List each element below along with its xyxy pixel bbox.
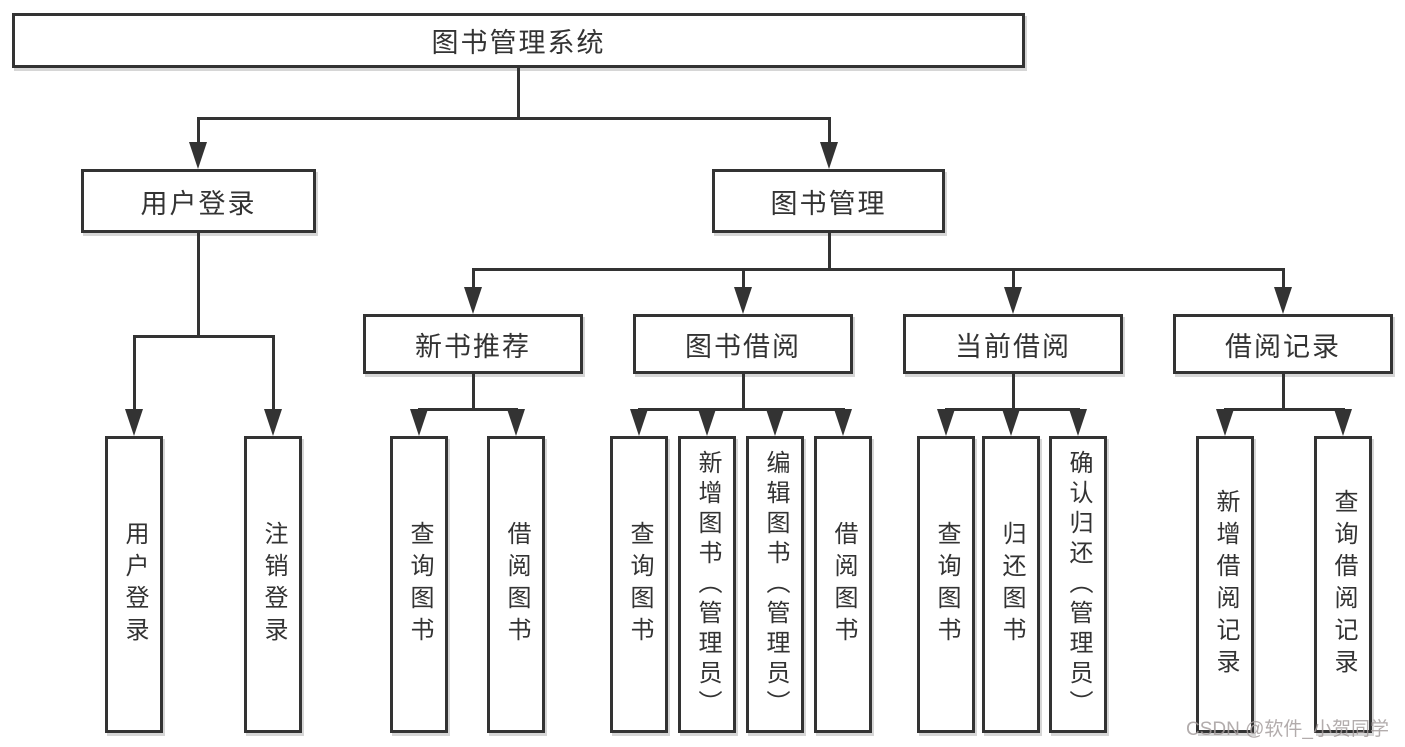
arrow-down-icon [1004,287,1022,314]
leaf-query-books-current: 查询图书 [917,436,975,733]
leaf-logout-login: 注销登录 [244,436,302,733]
node-user-login: 用户登录 [81,169,316,233]
connector-recommend-stem [471,374,475,408]
node-book-management: 图书管理 [712,169,945,233]
arrow-down-icon [820,142,838,169]
leaf-borrow-books-recommend: 借阅图书 [487,436,545,733]
leaf-add-borrow-record: 新增借阅记录 [1196,436,1254,733]
leaf-return-books: 归还图书 [982,436,1040,733]
node-library-management-system: 图书管理系统 [12,13,1025,68]
connector-root-bar [196,117,831,120]
node-current-borrowing: 当前借阅 [903,314,1123,374]
connector-root-drop-right [827,117,831,144]
connector-login-drop-1 [132,335,136,411]
connector-recommend-bar [417,408,518,411]
leaf-query-books-recommend: 查询图书 [390,436,448,733]
node-new-book-recommendation: 新书推荐 [363,314,583,374]
leaf-borrow-books: 借阅图书 [814,436,872,733]
connector-records-stem [1281,374,1285,408]
connector-mgmt-drop-1 [471,268,475,290]
connector-mgmt-bar [471,268,1285,271]
connector-borrow-bar [637,408,845,411]
arrow-down-icon [410,409,428,436]
arrow-down-icon [264,409,282,436]
arrow-down-icon [1002,409,1020,436]
node-book-borrowing: 图书借阅 [633,314,853,374]
arrow-down-icon [1334,409,1352,436]
connector-mgmt-stem [827,233,831,268]
leaf-add-books-admin: 新增图书（管理员） [678,436,736,733]
connector-mgmt-drop-4 [1281,268,1285,290]
leaf-user-login: 用户登录 [105,436,163,733]
arrow-down-icon [630,409,648,436]
arrow-down-icon [189,142,207,169]
csdn-watermark: CSDN @软件_小贺同学 [1186,719,1389,740]
connector-records-bar [1223,408,1345,411]
arrow-down-icon [834,409,852,436]
leaf-edit-books-admin: 编辑图书（管理员） [746,436,804,733]
arrow-down-icon [766,409,784,436]
arrow-down-icon [507,409,525,436]
leaf-query-borrow-record: 查询借阅记录 [1314,436,1372,733]
arrow-down-icon [1216,409,1234,436]
connector-root-drop-left [196,117,200,144]
connector-root-stem [516,68,520,117]
connector-mgmt-drop-3 [1011,268,1015,290]
connector-current-stem [1011,374,1015,408]
connector-login-drop-2 [271,335,275,411]
arrow-down-icon [464,287,482,314]
node-borrowing-records: 借阅记录 [1173,314,1393,374]
connector-mgmt-drop-2 [741,268,745,290]
arrow-down-icon [125,409,143,436]
arrow-down-icon [1274,287,1292,314]
connector-borrow-stem [741,374,745,408]
leaf-query-books-borrow: 查询图书 [610,436,668,733]
leaf-confirm-return-admin: 确认归还（管理员） [1049,436,1107,733]
connector-login-bar [132,335,275,338]
connector-login-stem [196,233,200,335]
arrow-down-icon [1069,409,1087,436]
arrow-down-icon [734,287,752,314]
arrow-down-icon [937,409,955,436]
arrow-down-icon [698,409,716,436]
